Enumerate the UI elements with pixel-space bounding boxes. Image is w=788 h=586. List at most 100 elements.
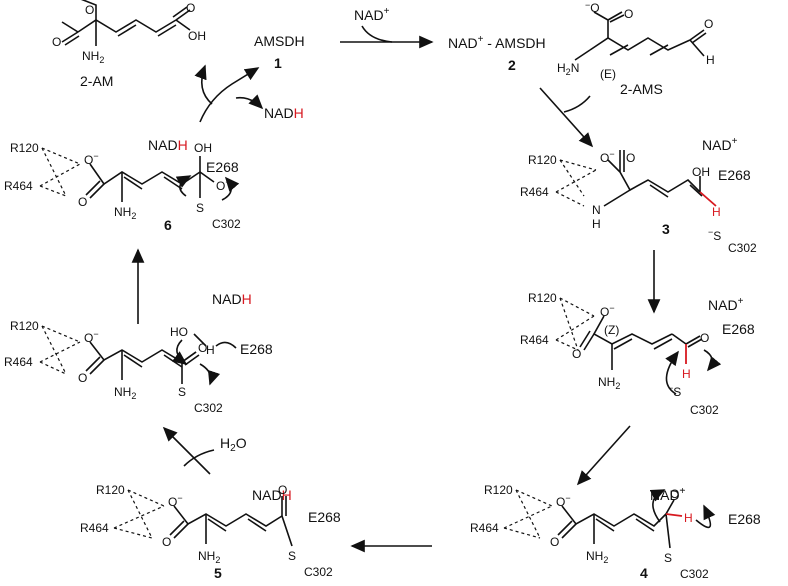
c3-s: −S <box>708 227 721 243</box>
label-nadh-release: NADH <box>264 105 304 121</box>
c4-red-h-bond <box>665 513 683 517</box>
mid-carbonyl-o: O <box>198 341 207 355</box>
z-curly-s <box>665 350 679 395</box>
c4-interactions <box>503 489 553 539</box>
mid-ho: HO <box>170 325 188 339</box>
c5-nadh: NADH <box>252 487 292 503</box>
am-o-minus: O <box>85 3 94 17</box>
c6-o-minus: O− <box>84 151 99 167</box>
structure-2am <box>61 0 191 46</box>
c4-skeleton <box>557 499 675 549</box>
c5-o: O <box>162 535 171 549</box>
c5-r120: R120 <box>96 483 125 497</box>
mid-skeleton <box>85 341 200 384</box>
c5-s: S <box>288 549 296 563</box>
h2o-label: H2O <box>220 435 247 454</box>
arrow-nadh-out <box>235 94 264 110</box>
c3-red-h: H <box>712 205 721 219</box>
c3-e268: E268 <box>718 167 751 183</box>
c4-curly-1 <box>649 489 666 523</box>
mid-curly-ho <box>171 339 188 365</box>
c4-nh2: NH2 <box>586 549 608 565</box>
c4-e268: E268 <box>728 511 761 527</box>
z-r464: R464 <box>520 333 549 347</box>
mid-interactions <box>39 325 81 375</box>
c4-r464: R464 <box>470 521 499 535</box>
c5-interactions <box>113 489 165 539</box>
mid-nadh: NADH <box>212 291 252 307</box>
arrow-5-to-mid <box>162 426 211 475</box>
c5-c302: C302 <box>304 565 333 579</box>
c3-nh-h: H <box>592 217 601 231</box>
c3-oh: OH <box>692 165 710 179</box>
z-o-minus: O− <box>600 303 615 319</box>
ams-o-minus: −O <box>585 0 600 15</box>
mid-c302: C302 <box>194 401 223 415</box>
c6-c302: C302 <box>212 217 241 231</box>
z-red-h: H <box>682 367 691 381</box>
label-compound-5: 5 <box>214 565 222 581</box>
c6-nh2: NH2 <box>114 205 136 221</box>
c6-r464: R464 <box>4 179 33 193</box>
z-skeleton <box>579 315 703 370</box>
mid-h: H <box>206 343 215 357</box>
c6-skeleton <box>85 156 215 202</box>
c5-nh2: NH2 <box>198 549 220 565</box>
arrow-h2o-curve <box>183 449 215 467</box>
z-nh2: NH2 <box>598 375 620 391</box>
c3-nad: NAD+ <box>702 136 738 153</box>
c4-r120: R120 <box>484 483 513 497</box>
c5-carbonyl-o: O <box>278 483 287 497</box>
c5-o-minus: O− <box>168 493 183 509</box>
z-carbonyl-o: O <box>700 331 709 345</box>
z-interactions <box>555 297 595 351</box>
arrow-1-release <box>199 67 260 123</box>
arrow-2ams-curve <box>563 95 591 113</box>
ams-ald-h: H <box>706 53 715 67</box>
label-compound-1: 1 <box>274 55 282 71</box>
am-oh-text: OH <box>188 29 206 43</box>
z-r120: R120 <box>528 291 557 305</box>
c6-o: O <box>78 195 87 209</box>
c3-skeleton <box>603 150 703 207</box>
arrow-z-to-4 <box>576 425 631 486</box>
mid-o: O <box>78 371 87 385</box>
c4-o: O <box>550 535 559 549</box>
c3-r464: R464 <box>520 185 549 199</box>
z-label: (Z) <box>604 323 619 337</box>
mid-s: S <box>178 385 186 399</box>
mid-curly-co <box>199 363 221 386</box>
c4-alkoxide: O− <box>670 485 685 501</box>
mid-curly-e268 <box>215 341 237 349</box>
c5-e268: E268 <box>308 509 341 525</box>
c6-curly-1 <box>175 175 192 197</box>
label-complex: NAD+ - AMSDH <box>448 34 546 51</box>
mid-r464: R464 <box>4 355 33 369</box>
label-compound-4: 4 <box>640 565 648 581</box>
z-curly-o <box>703 349 722 372</box>
arrow-nad-curve <box>361 25 393 43</box>
c6-oh: OH <box>194 141 212 155</box>
label-2ams: 2-AMS <box>620 81 663 97</box>
c4-curly-2 <box>695 504 716 529</box>
z-c302: C302 <box>690 403 719 417</box>
c6-nadh: NADH <box>148 137 188 153</box>
z-o: O <box>572 347 581 361</box>
ams-ald-o: O <box>704 17 713 31</box>
mid-e268: E268 <box>240 341 273 357</box>
c5-r464: R464 <box>80 521 109 535</box>
c4-o-minus: O− <box>556 493 571 509</box>
label-2am: 2-AM <box>80 73 113 89</box>
c6-curly-2 <box>221 176 240 201</box>
arrow-2-to-3 <box>539 87 594 148</box>
c6-e268: E268 <box>206 159 239 175</box>
structure-2ams <box>574 11 707 61</box>
c6-interactions <box>39 147 81 197</box>
nad-plus-top: NAD+ <box>354 6 390 23</box>
c3-c302: C302 <box>728 241 757 255</box>
ams-e-label: (E) <box>600 67 616 81</box>
c3-r120: R120 <box>528 153 557 167</box>
mid-r120: R120 <box>10 319 39 333</box>
mid-oh-bond <box>193 333 207 347</box>
